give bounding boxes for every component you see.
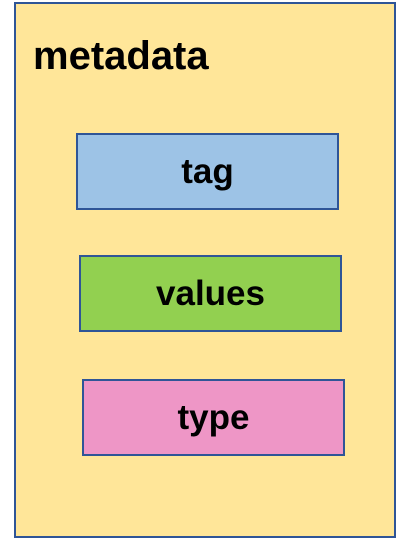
field-box-type: type [82,379,345,456]
field-box-values: values [79,255,342,332]
field-label-type: type [177,397,250,437]
field-label-values: values [156,273,265,313]
field-box-tag: tag [76,133,339,210]
metadata-container: metadata tag values type [14,2,396,538]
field-label-tag: tag [181,151,234,191]
metadata-title: metadata [33,34,209,78]
